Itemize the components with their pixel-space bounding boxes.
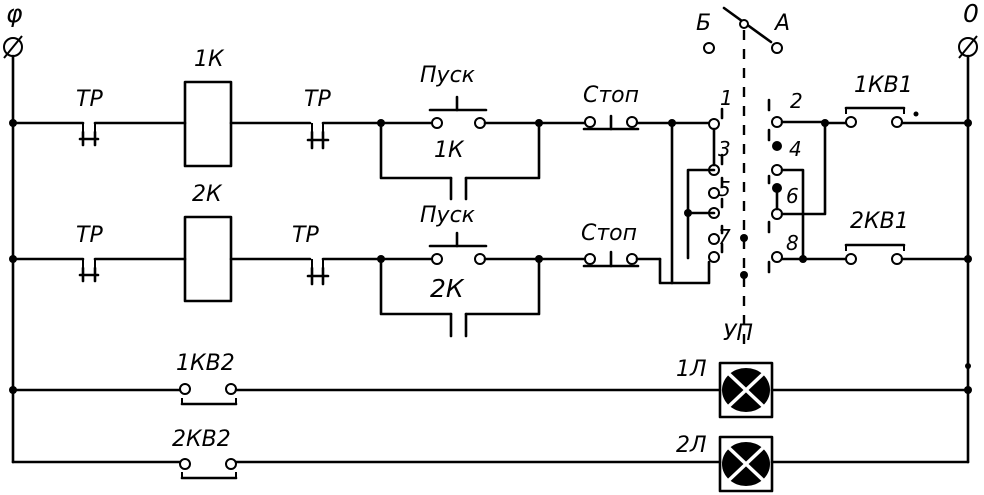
- coil-label-2: 2К: [192, 182, 223, 207]
- coil-label-1: 1К: [194, 47, 225, 72]
- start-button-2: [379, 231, 541, 265]
- lamp-label-1: 1Л: [676, 357, 707, 382]
- stop-label-1: Стоп: [583, 83, 639, 108]
- thermal-label-1-left: ТР: [76, 87, 103, 112]
- neutral-terminal: 0: [958, 0, 979, 59]
- contact-1-label: 1: [720, 86, 733, 110]
- thermal-label-1-right: ТР: [304, 87, 331, 112]
- stop-button-1: [582, 114, 640, 131]
- start-label-1: Пуск: [420, 63, 476, 88]
- hold-label-2: 2К: [430, 274, 465, 303]
- contact-6-label: 6: [786, 184, 799, 208]
- lamp-row-1: 1КВ2 1Л: [9, 351, 972, 419]
- hold-label-1: 1К: [434, 138, 465, 163]
- lamp-1: [718, 361, 774, 419]
- contact-3-label: 3: [718, 137, 731, 161]
- switch-name-label: УП: [723, 321, 753, 346]
- limit-label-1kb1: 1КВ1: [854, 73, 913, 98]
- contact-4-label: 4: [789, 137, 802, 161]
- phase-label: φ: [6, 0, 23, 28]
- coil-2: [183, 215, 233, 303]
- hold-contact-2: [379, 257, 541, 338]
- lamp-label-2: 2Л: [676, 433, 707, 458]
- phase-terminal: φ: [3, 0, 23, 59]
- lamp-2: [718, 435, 774, 493]
- thermal-contact-1-left: [78, 123, 100, 147]
- stop-button-2: [582, 250, 640, 268]
- limit-label-2kb1: 2КВ1: [850, 209, 909, 234]
- coil-1: [183, 80, 233, 168]
- stop-label-2: Стоп: [581, 221, 637, 246]
- start-button-1: [379, 95, 541, 129]
- row-2-circuit: ТР 2К ТР Пуск 2К: [9, 121, 972, 338]
- limit-switch-1kb2: [179, 383, 238, 406]
- row-1-circuit: ТР 1К ТР Пуск: [9, 47, 972, 201]
- switch-contacts-right: [767, 98, 827, 274]
- limit-label-2kb2: 2КВ2: [172, 427, 231, 452]
- thermal-label-2-right: ТР: [292, 223, 319, 248]
- neutral-label: 0: [963, 0, 979, 28]
- thermal-contact-2-left: [78, 259, 100, 283]
- switch-contacts-left: [684, 107, 724, 263]
- universal-switch: Б А УП 1 3: [684, 6, 827, 350]
- contact-8-label: 8: [786, 231, 799, 255]
- thermal-label-2-left: ТР: [76, 223, 103, 248]
- contact-2-label: 2: [790, 89, 803, 113]
- thermal-contact-1-right: [306, 123, 330, 150]
- contact-7-label: 7: [718, 225, 731, 249]
- lamp-row-2: 2КВ2 2Л: [11, 427, 970, 493]
- switch-pos-right-label: А: [773, 11, 790, 36]
- hold-contact-1: [379, 121, 541, 201]
- limit-switch-1kb1: [844, 106, 919, 128]
- start-label-2: Пуск: [420, 203, 476, 228]
- limit-switch-2kb1: [844, 243, 906, 265]
- limit-label-1kb2: 1КВ2: [176, 351, 235, 376]
- contact-5-label: 5: [718, 177, 731, 201]
- thermal-contact-2-right: [306, 259, 330, 286]
- limit-switch-2kb2: [179, 458, 238, 480]
- switch-pos-left-label: Б: [696, 11, 711, 36]
